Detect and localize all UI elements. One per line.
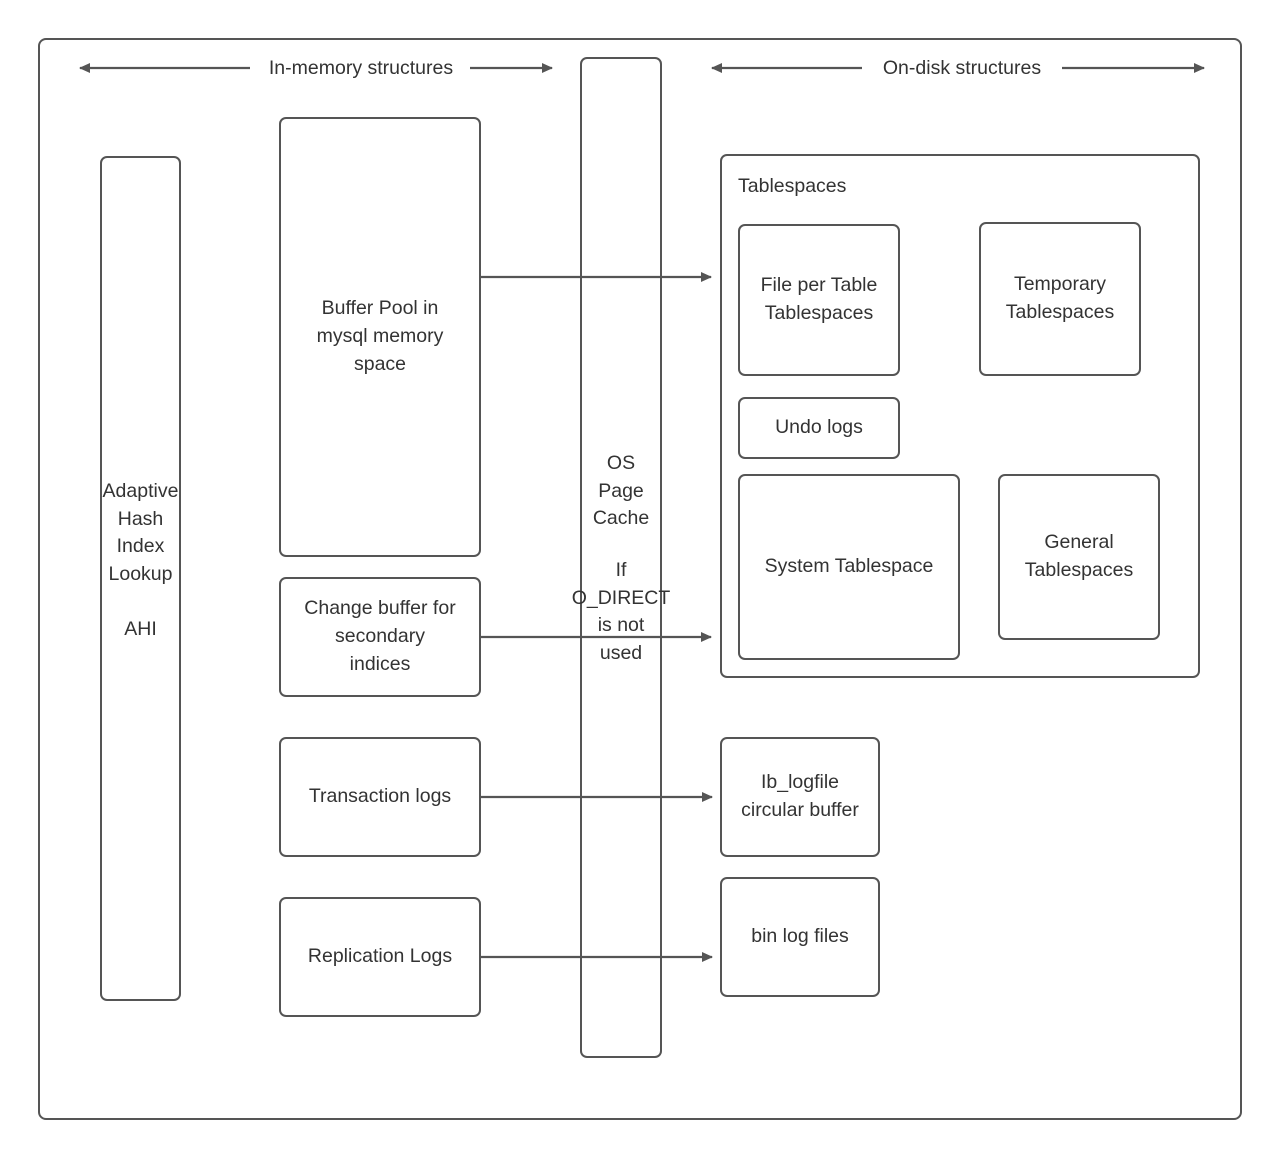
replication-logs-box[interactable]: Replication Logs bbox=[279, 897, 481, 1017]
adaptive-hash-index-box[interactable]: Adaptive Hash Index Lookup AHI bbox=[100, 156, 181, 1001]
band-label-in-memory: In-memory structures bbox=[268, 57, 454, 79]
tablespaces-group[interactable] bbox=[720, 154, 1200, 678]
undo-logs-box[interactable]: Undo logs bbox=[738, 397, 900, 459]
replication-logs-label: Replication Logs bbox=[307, 945, 453, 968]
file-per-table-tablespaces-label: File per Table Tablespaces bbox=[760, 274, 878, 324]
os-page-cache-label: OS Page Cache bbox=[592, 452, 650, 530]
os-page-cache-box[interactable] bbox=[580, 57, 662, 1058]
undo-logs-label: Undo logs bbox=[775, 416, 863, 439]
ib-logfile-box[interactable]: Ib_logfile circular buffer bbox=[720, 737, 880, 857]
buffer-pool-label: Buffer Pool in mysql memory space bbox=[316, 297, 444, 375]
tablespaces-group-label: Tablespaces bbox=[738, 175, 847, 197]
file-per-table-tablespaces-box[interactable]: File per Table Tablespaces bbox=[738, 224, 900, 376]
band-label-on-disk: On-disk structures bbox=[882, 57, 1042, 79]
system-tablespace-label: System Tablespace bbox=[764, 555, 934, 578]
bin-log-files-box[interactable]: bin log files bbox=[720, 877, 880, 997]
transaction-logs-label: Transaction logs bbox=[308, 785, 452, 808]
buffer-pool-box[interactable]: Buffer Pool in mysql memory space bbox=[279, 117, 481, 557]
change-buffer-label: Change buffer for secondary indices bbox=[304, 597, 456, 675]
change-buffer-box[interactable]: Change buffer for secondary indices bbox=[279, 577, 481, 697]
system-tablespace-box[interactable]: System Tablespace bbox=[738, 474, 960, 660]
adaptive-hash-index-label: Adaptive Hash Index Lookup AHI bbox=[102, 480, 179, 641]
temporary-tablespaces-box[interactable]: Temporary Tablespaces bbox=[979, 222, 1141, 376]
general-tablespaces-box[interactable]: General Tablespaces bbox=[998, 474, 1160, 640]
ib-logfile-label: Ib_logfile circular buffer bbox=[741, 771, 859, 821]
diagram-outer-frame bbox=[38, 38, 1242, 1120]
os-page-cache-condition-label: If O_DIRECT is not used bbox=[571, 559, 671, 665]
bin-log-files-label: bin log files bbox=[751, 925, 849, 948]
transaction-logs-box[interactable]: Transaction logs bbox=[279, 737, 481, 857]
general-tablespaces-label: General Tablespaces bbox=[1024, 531, 1134, 581]
temporary-tablespaces-label: Temporary Tablespaces bbox=[1005, 273, 1115, 323]
